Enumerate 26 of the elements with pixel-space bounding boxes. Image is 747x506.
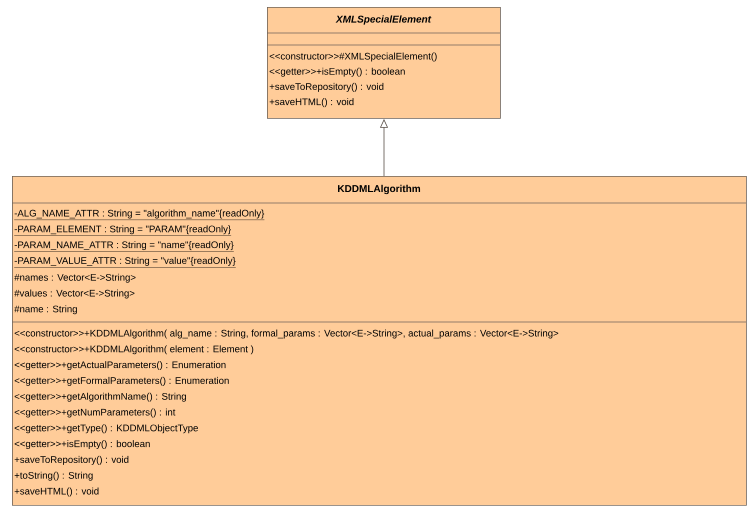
method-text: <<constructor>>#XMLSpecialElement() (270, 52, 437, 62)
method-text: +saveHTML() : void (14, 488, 98, 496)
attribute-text: -PARAM_ELEMENT : String = "PARAM"{readOnly} (14, 225, 232, 236)
class-name: KDDMLAlgorithm (338, 184, 420, 194)
method-text: <<constructor>>+KDDMLAlgorithm( alg_name : String, formal_params : Vector<E->String>, actual_params : Vector<E->String> (14, 330, 558, 338)
attribute-text: -PARAM_VALUE_ATTR : String = "value"{readOnly} (14, 256, 236, 268)
method-text: +saveToRepository() : void (270, 82, 384, 92)
method-text: +saveHTML() : void (270, 98, 354, 108)
attribute-text: #values : Vector<E->String> (14, 290, 134, 298)
class-box (266, 7, 501, 119)
method-text: <<getter>>+getType() : KDDMLObjectType (14, 424, 198, 434)
attribute-text: #name : String (14, 305, 77, 314)
method-text: <<getter>>+getFormalParameters() : Enumeration (14, 376, 229, 386)
method-text: <<getter>>+getAlgorithmName() : String (14, 392, 186, 402)
attribute-text: #names : Vector<E->String> (14, 274, 136, 283)
class-box (12, 176, 747, 506)
method-text: <<getter>>+getNumParameters() : int (14, 408, 176, 418)
method-text: <<constructor>>+KDDMLAlgorithm( element : Element ) (14, 345, 254, 354)
attribute-text: -PARAM_NAME_ATTR : String = "name"{readOnly} (14, 241, 234, 252)
method-text: <<getter>>+isEmpty() : boolean (270, 68, 405, 77)
method-text: +saveToRepository() : void (14, 456, 128, 465)
method-text: +toString() : String (14, 472, 93, 481)
method-text: <<getter>>+isEmpty() : boolean (14, 440, 150, 450)
method-text: <<getter>>+getActualParameters() : Enumeration (14, 361, 226, 370)
attribute-text: -ALG_NAME_ATTR : String = "algorithm_name"{readOnly} (14, 210, 265, 220)
class-name: XMLSpecialElement (336, 15, 432, 25)
